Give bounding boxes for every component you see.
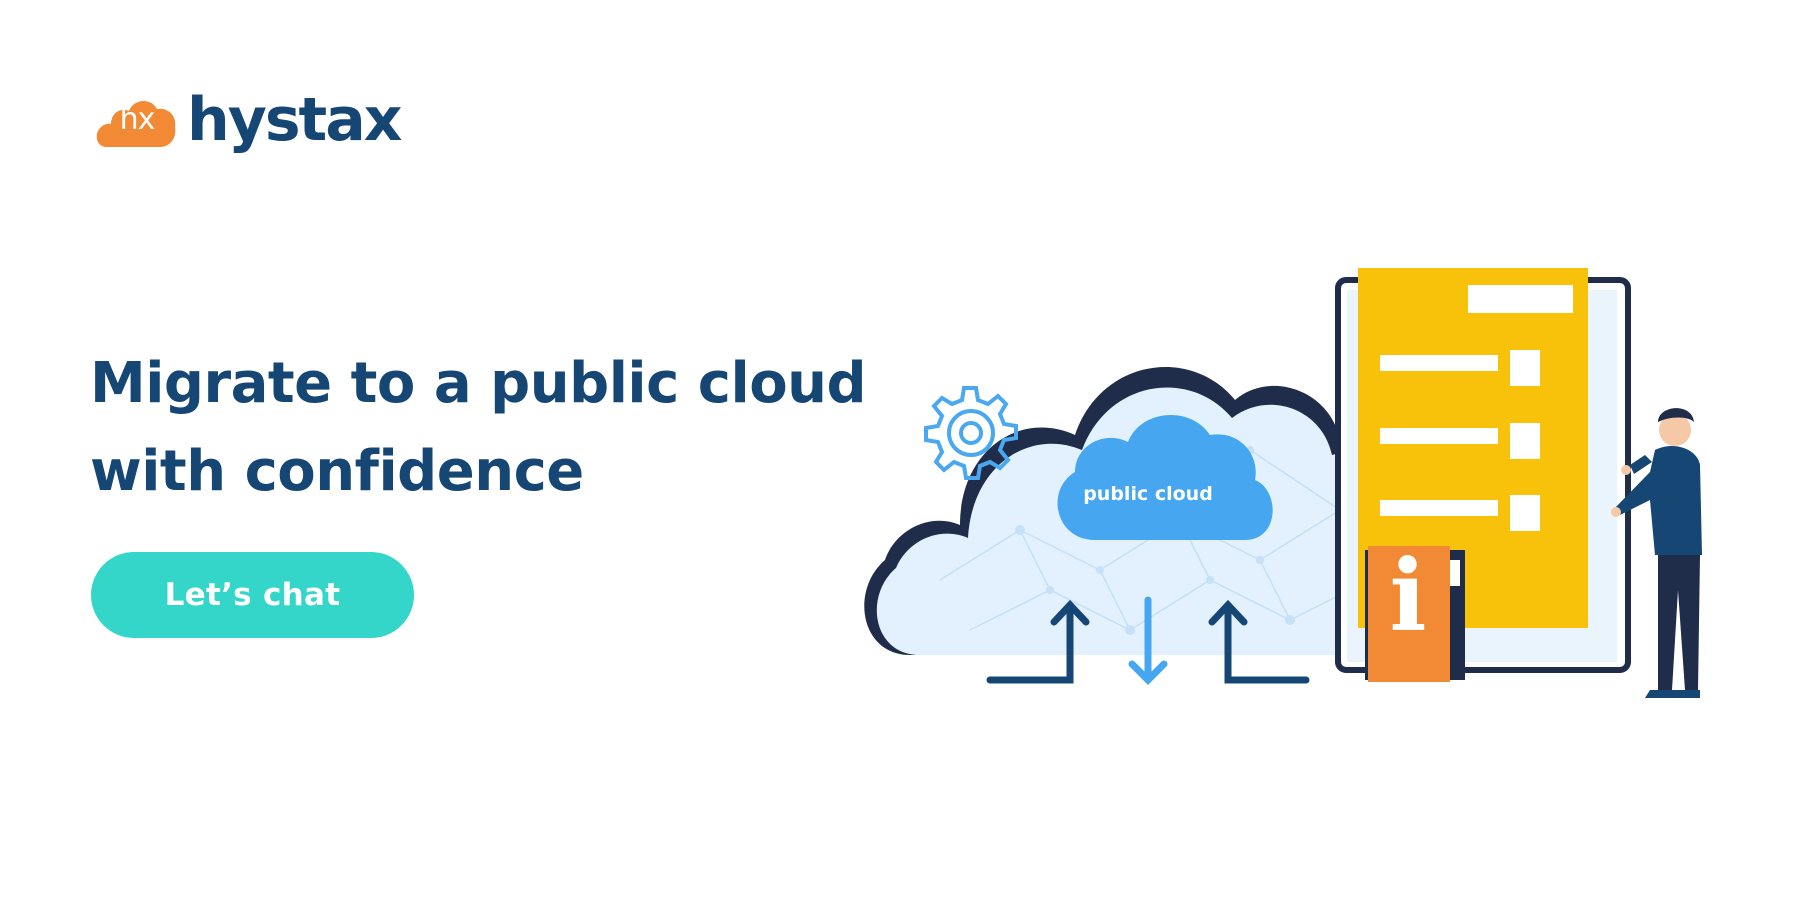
person-figure <box>1611 408 1702 698</box>
upload-arrow-icon-right <box>1208 599 1310 684</box>
cloud-logo-icon: hx <box>95 91 179 149</box>
upload-arrow-icon-left <box>986 599 1090 684</box>
public-cloud-icon <box>1057 415 1273 540</box>
headline-line-2: with confidence <box>90 439 584 504</box>
logo-mark-text: hx <box>119 102 156 137</box>
cloud-migration-illustration: public cloud i <box>850 250 1730 710</box>
download-arrow-icon <box>1128 596 1168 685</box>
gear-icon <box>924 386 1018 480</box>
info-glyph: i <box>1389 539 1427 654</box>
info-icon <box>1365 546 1465 682</box>
lets-chat-button[interactable]: Let’s chat <box>91 552 414 638</box>
hystax-logo[interactable]: hx hystax <box>95 85 402 155</box>
public-cloud-label: public cloud <box>1083 483 1213 505</box>
headline-line-1: Migrate to a public cloud <box>90 351 867 416</box>
logo-wordmark: hystax <box>187 85 402 155</box>
hero-headline: Migrate to a public cloud with confidenc… <box>90 340 867 516</box>
